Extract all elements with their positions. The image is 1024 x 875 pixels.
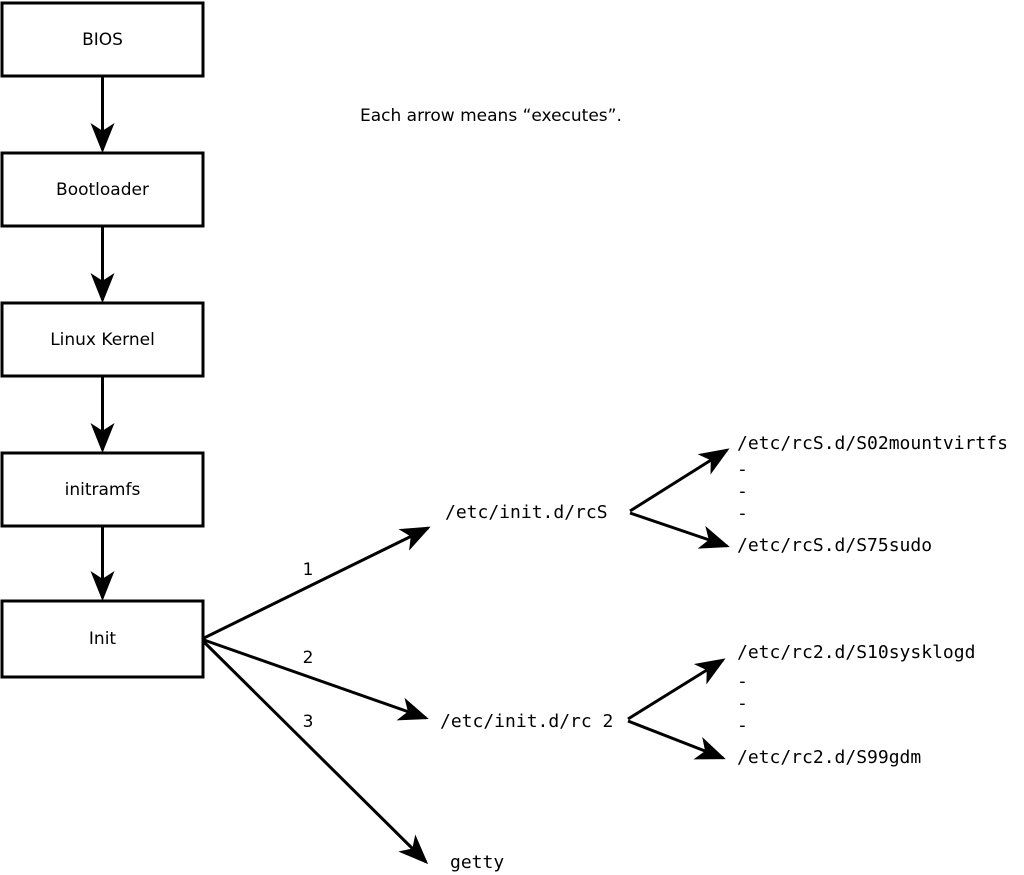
arrow-rc2-to-last-script: [627, 719, 726, 760]
stage-initramfs: initramfs: [0, 451, 205, 528]
caption-text: Each arrow means “executes”.: [360, 106, 622, 126]
arrow-init-to-rc2: [203, 638, 429, 721]
rcs-ellipsis-3: -: [737, 503, 748, 524]
arrow-rcs-to-last-script: [629, 511, 730, 549]
branch-number-3: 3: [303, 712, 314, 732]
branch-number-1: 1: [303, 560, 314, 580]
bios-label: BIOS: [82, 30, 123, 50]
init-label: Init: [89, 629, 117, 649]
rcs-script-label: /etc/init.d/rcS: [445, 502, 608, 523]
getty-label: getty: [450, 852, 504, 873]
arrow-rcs-to-first-script: [629, 448, 730, 513]
bootloader-label: Bootloader: [56, 180, 149, 200]
rcs-last-script: /etc/rcS.d/S75sudo: [737, 535, 932, 556]
rc2-ellipsis-1: -: [737, 671, 748, 692]
rc2-script-label: /etc/init.d/rc 2: [440, 711, 613, 732]
bios-box: [0, 1, 205, 78]
stage-init: Init: [0, 599, 205, 679]
stage-kernel: Linux Kernel: [0, 301, 205, 378]
arrow-init-to-getty: [202, 640, 429, 865]
kernel-label: Linux Kernel: [50, 330, 155, 350]
rc2-ellipsis-2: -: [737, 693, 748, 714]
rcs-first-script: /etc/rcS.d/S02mountvirtfs: [737, 433, 1008, 454]
arrow-rc2-to-first-script: [627, 658, 726, 721]
stage-bootloader: Bootloader: [0, 151, 205, 228]
rc2-ellipsis-3: -: [737, 715, 748, 736]
branch-number-2: 2: [303, 648, 314, 668]
kernel-box: [0, 301, 205, 378]
rc2-last-script: /etc/rc2.d/S99gdm: [737, 747, 921, 768]
init-box: [0, 599, 205, 679]
bootloader-box: [0, 151, 205, 228]
rc2-first-script: /etc/rc2.d/S10sysklogd: [737, 642, 975, 663]
rcs-ellipsis-1: -: [737, 459, 748, 480]
initramfs-label: initramfs: [65, 480, 141, 500]
rcs-ellipsis-2: -: [737, 481, 748, 502]
arrow-init-to-rcs: [203, 526, 431, 640]
stage-bios: BIOS: [0, 1, 205, 78]
